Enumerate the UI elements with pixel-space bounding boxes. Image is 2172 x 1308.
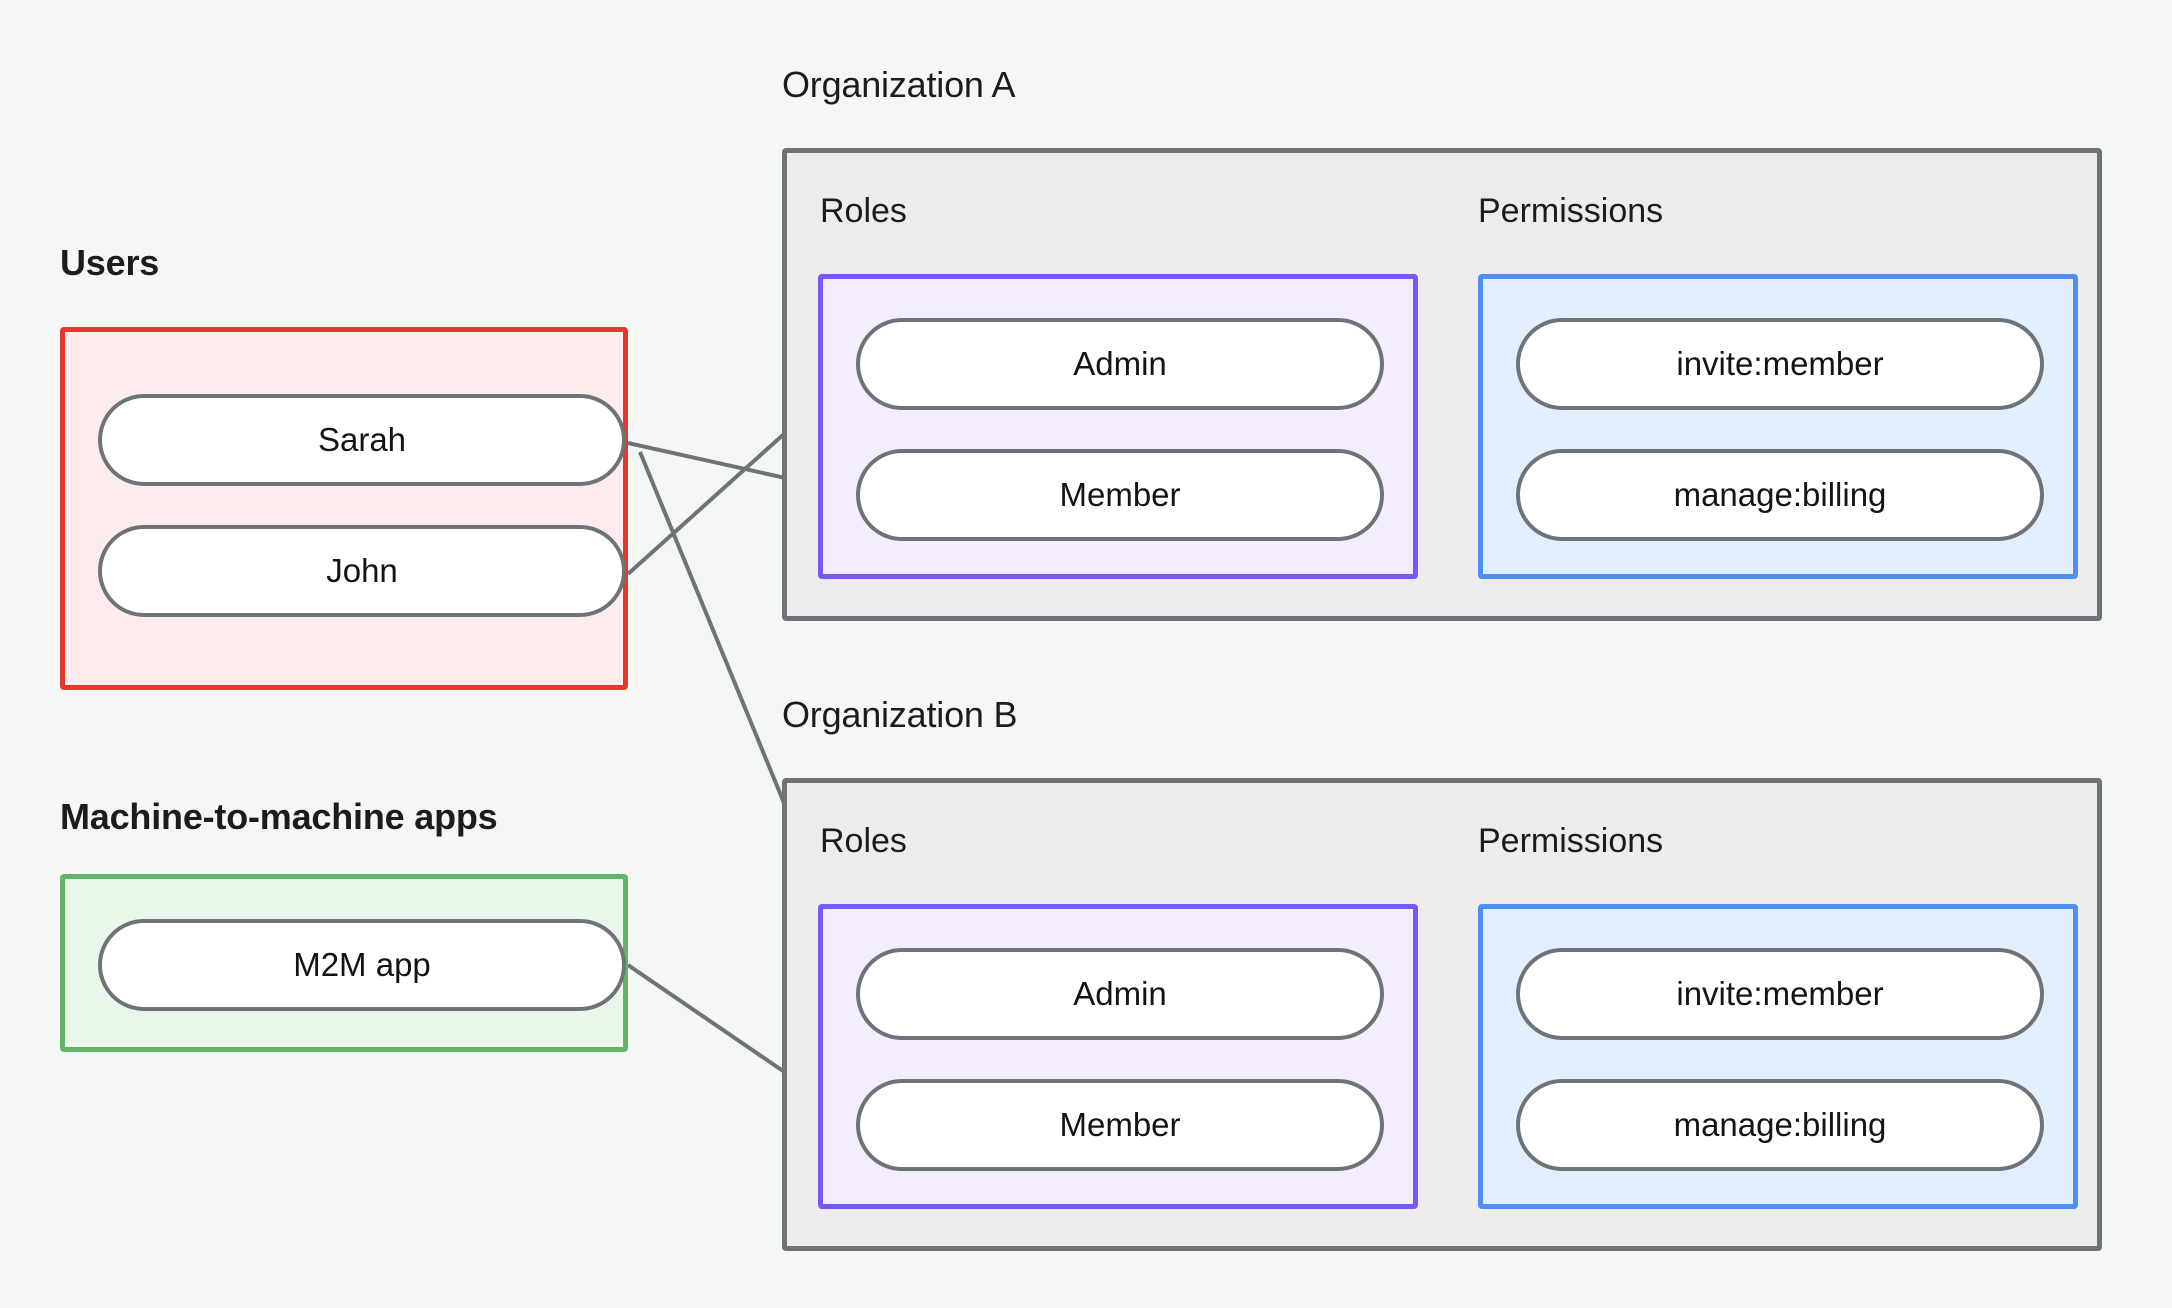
node-label: M2M app [293, 946, 431, 983]
m2m-group-caption: Machine-to-machine apps [60, 796, 498, 837]
organization-b-roles-caption: Roles [820, 822, 907, 860]
node-label: manage:billing [1673, 1106, 1887, 1143]
node-org-b-role-member[interactable]: Member [856, 1079, 1384, 1171]
organization-a-permissions-caption: Permissions [1478, 192, 1664, 230]
node-label: invite:member [1676, 345, 1884, 382]
node-org-b-role-admin[interactable]: Admin [856, 948, 1384, 1040]
node-label: Sarah [317, 421, 407, 458]
node-org-a-permission-invite-member[interactable]: invite:member [1516, 318, 2044, 410]
node-label: Member [1059, 1106, 1181, 1143]
node-org-b-permission-manage-billing[interactable]: manage:billing [1516, 1079, 2044, 1171]
node-label: Admin [1073, 345, 1167, 382]
organization-b-caption: Organization B [782, 694, 1018, 735]
node-m2m-app[interactable]: M2M app [98, 919, 626, 1011]
node-org-a-role-member[interactable]: Member [856, 449, 1384, 541]
node-org-a-role-admin[interactable]: Admin [856, 318, 1384, 410]
organization-a-roles-caption: Roles [820, 192, 907, 230]
node-label: manage:billing [1673, 476, 1887, 513]
node-john[interactable]: John [98, 525, 626, 617]
node-label: invite:member [1676, 975, 1884, 1012]
node-org-a-permission-manage-billing[interactable]: manage:billing [1516, 449, 2044, 541]
node-org-b-permission-invite-member[interactable]: invite:member [1516, 948, 2044, 1040]
node-label: Member [1059, 476, 1181, 513]
users-group-caption: Users [60, 242, 160, 283]
users-group-box [60, 327, 628, 690]
organization-a-caption: Organization A [782, 64, 1016, 105]
node-sarah[interactable]: Sarah [98, 394, 626, 486]
node-label: John [326, 552, 398, 589]
node-label: Admin [1073, 975, 1167, 1012]
organization-b-permissions-caption: Permissions [1478, 822, 1664, 860]
